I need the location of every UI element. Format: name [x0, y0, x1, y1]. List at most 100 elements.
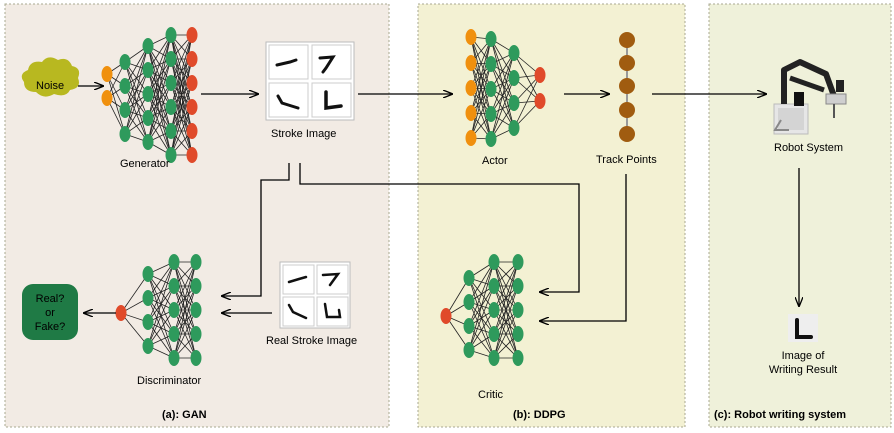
track-points-label: Track Points [596, 154, 657, 166]
panel-robot [708, 3, 892, 428]
critic-network-node [512, 254, 524, 270]
robot-system-label: Robot System [774, 142, 843, 154]
discriminator-network-node [168, 254, 180, 270]
generator-network-node [142, 86, 154, 102]
critic-network-node [488, 326, 500, 342]
critic-network-node [488, 278, 500, 294]
critic-network [440, 254, 524, 366]
discriminator-network-node [168, 278, 180, 294]
actor-network-node [508, 120, 520, 136]
discriminator-network-node [142, 314, 154, 330]
stroke-image-label: Stroke Image [271, 128, 336, 140]
generator-network-node [186, 27, 198, 43]
critic-network-node [440, 308, 452, 324]
discriminator-network-node [190, 278, 202, 294]
actor-network [465, 29, 546, 147]
writing-result-line1: Image of [782, 350, 826, 362]
noise-cloud: Noise [21, 57, 80, 97]
actor-network-node [508, 70, 520, 86]
track-point [619, 102, 635, 118]
discriminator-network-node [142, 290, 154, 306]
track-point [619, 32, 635, 48]
robot-arm-image [773, 59, 847, 135]
writing-result-line2: Writing Result [769, 364, 837, 376]
generator-network-node [142, 110, 154, 126]
panel-robot-label: (c): Robot writing system [714, 409, 846, 421]
real-stroke-image-label: Real Stroke Image [266, 335, 357, 347]
actor-network-node [485, 106, 497, 122]
critic-network-node [488, 254, 500, 270]
generator-network-node [119, 54, 131, 70]
generator-network-node [186, 123, 198, 139]
discriminator-network-node [190, 302, 202, 318]
actor-network-node [465, 130, 477, 146]
discriminator-network-node [142, 338, 154, 354]
generator-network-node [186, 75, 198, 91]
actor-network-node [465, 80, 477, 96]
track-point [619, 126, 635, 142]
arrows [78, 86, 799, 321]
generator-network-node [101, 66, 113, 82]
track-point [619, 55, 635, 71]
actor-network-node [485, 81, 497, 97]
generator-network-node [119, 78, 131, 94]
actor-network-node [465, 105, 477, 121]
arrow-stroke-to-discriminator [222, 163, 290, 296]
critic-network-node [463, 318, 475, 334]
noise-label: Noise [36, 80, 64, 92]
actor-network-node [485, 131, 497, 147]
discriminator-network-node [168, 302, 180, 318]
real-question: Real? [36, 293, 65, 305]
generator-network-node [119, 102, 131, 118]
neural-networks [101, 27, 546, 366]
track-points-chain [619, 32, 635, 142]
critic-network-node [463, 294, 475, 310]
panel-gan-label: (a): GAN [162, 409, 207, 421]
critic-network-node [512, 350, 524, 366]
generator-network-node [142, 38, 154, 54]
generator-network-node [165, 99, 177, 115]
generator-label: Generator [120, 158, 170, 170]
discriminator-network-node [168, 350, 180, 366]
actor-network-node [534, 93, 546, 109]
discriminator-network [115, 254, 202, 366]
generator-network-node [165, 123, 177, 139]
generator-network-node [165, 27, 177, 43]
generator-network-node [186, 147, 198, 163]
panel-ddpg [417, 3, 686, 428]
critic-network-node [512, 278, 524, 294]
generator-network-node [142, 134, 154, 150]
actor-network-node [465, 55, 477, 71]
generator-network-node [186, 51, 198, 67]
fake-question: Fake? [35, 321, 66, 333]
discriminator-network-node [190, 350, 202, 366]
stroke-image-grid [265, 41, 355, 121]
generator-network-node [119, 126, 131, 142]
actor-network-node [508, 95, 520, 111]
critic-network-node [512, 326, 524, 342]
generator-network-node [165, 51, 177, 67]
generator-network-node [165, 75, 177, 91]
discriminator-network-node [142, 266, 154, 282]
actor-network-node [485, 31, 497, 47]
generator-network-node [186, 99, 198, 115]
arrow-track-to-critic [540, 174, 627, 321]
discriminator-label: Discriminator [137, 375, 202, 387]
track-point [619, 78, 635, 94]
generator-network-node [101, 90, 113, 106]
generator-network-node [142, 62, 154, 78]
discriminator-network-node [115, 305, 127, 321]
critic-network-node [488, 350, 500, 366]
panel-ddpg-label: (b): DDPG [513, 409, 566, 421]
actor-network-node [534, 67, 546, 83]
actor-label: Actor [482, 155, 508, 167]
arrow-stroke-to-critic [299, 163, 580, 292]
actor-network-node [485, 56, 497, 72]
discriminator-network-node [190, 254, 202, 270]
discriminator-network-node [190, 326, 202, 342]
critic-network-node [488, 302, 500, 318]
real-stroke-image-grid [279, 261, 351, 329]
critic-network-node [512, 302, 524, 318]
critic-network-node [463, 270, 475, 286]
